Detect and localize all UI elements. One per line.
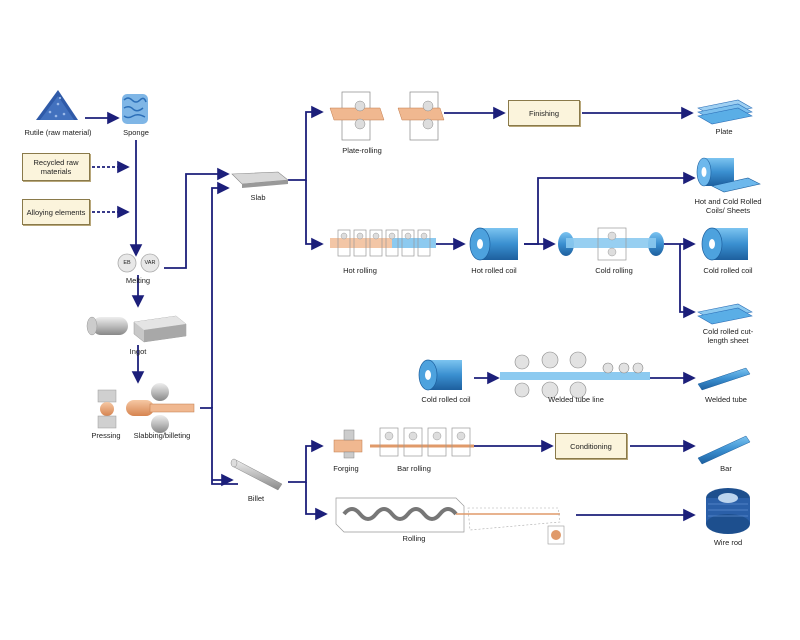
alloying-elements-box: Alloying elements (22, 199, 90, 225)
forging-icon (333, 429, 363, 459)
pressing-icon (97, 389, 117, 429)
label-rutile: Rutile (raw material) (24, 128, 92, 137)
melting-furnace-icons (117, 253, 160, 273)
label-plate-rolling: Plate-rolling (342, 146, 382, 155)
finishing-box: Finishing (508, 100, 580, 126)
label-bar: Bar (720, 464, 732, 473)
label-billet: Billet (247, 494, 265, 503)
rutile-pile-icon (36, 90, 78, 120)
label-cold-rolled-coil: Cold rolled coil (703, 266, 753, 275)
label-cut-length-sheet: Cold rolled cut-length sheet (702, 327, 754, 345)
hot-rolled-coil-icon (469, 227, 518, 261)
plate-stack-icon (697, 99, 753, 125)
label-plate: Plate (715, 127, 733, 136)
wire-rod-coil-icon (706, 488, 750, 534)
hot-rolling-icon (330, 229, 436, 257)
bar-rolling-icon (370, 427, 474, 457)
label-bar-rolling: Bar rolling (397, 464, 431, 473)
conditioning-box: Conditioning (555, 433, 627, 459)
slabbing-billeting-icon (126, 383, 195, 433)
label-welded-tube-line: Welded tube line (548, 395, 604, 404)
sponge-icon (122, 94, 148, 124)
recycled-raw-materials-box: Recycled raw materials (22, 153, 90, 181)
cold-rolling-icon (558, 227, 664, 261)
label-rolling: Rolling (402, 534, 426, 543)
label-pressing: Pressing (91, 431, 121, 440)
label-var: VAR (144, 260, 156, 266)
cold-rolled-coil-icon (701, 227, 748, 261)
label-hot-rolling: Hot rolling (343, 266, 377, 275)
label-melting: Melting (125, 276, 151, 285)
label-slabbing: Slabbing/billeting (133, 431, 191, 440)
label-sponge: Sponge (123, 128, 149, 137)
wire-rolling-icon (335, 497, 565, 545)
slab-icon (231, 171, 289, 188)
label-welded-tube: Welded tube (705, 395, 747, 404)
label-cold-rolled-coil-tube: Cold rolled coil (421, 395, 471, 404)
label-hot-cold-coils: Hot and Cold Rolled Coils/ Sheets (694, 197, 762, 215)
label-slab: Slab (250, 193, 266, 202)
billet-icon (230, 458, 283, 491)
coil-and-sheet-icon (696, 157, 761, 193)
cut-length-sheet-icon (697, 303, 753, 325)
flow-arrows (85, 105, 696, 522)
bar-icon (697, 435, 751, 465)
label-wire-rod: Wire rod (713, 538, 743, 547)
label-cold-rolling: Cold rolling (595, 266, 633, 275)
label-hot-rolled-coil: Hot rolled coil (471, 266, 517, 275)
plate-rolling-icon (329, 91, 445, 141)
welded-tube-line-icon (500, 351, 650, 399)
welded-tube-icon (697, 367, 751, 391)
ingot-icon (86, 315, 187, 343)
cold-rolled-coil-tube-icon (418, 359, 462, 391)
label-eb: EB (123, 260, 131, 266)
label-forging: Forging (333, 464, 359, 473)
label-ingot: Ingot (129, 347, 147, 356)
